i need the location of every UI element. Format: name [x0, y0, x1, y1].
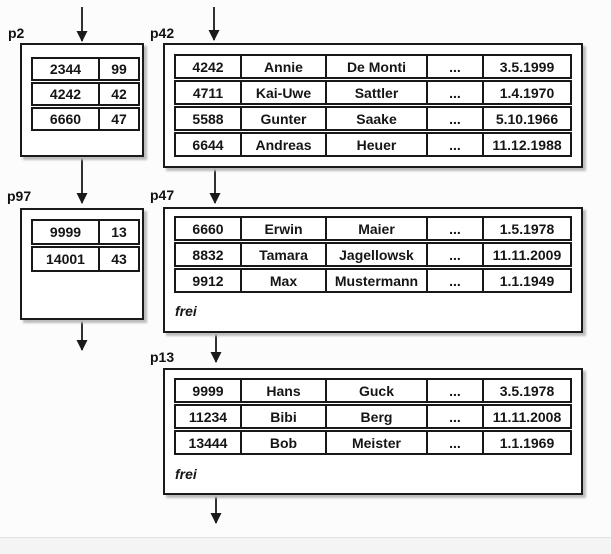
- table-cell: 11.12.1988: [482, 134, 570, 155]
- table-cell: Max: [240, 270, 325, 291]
- table-cell: 3.5.1999: [482, 56, 570, 77]
- table-row: 4242 Annie De Monti ... 3.5.1999: [174, 54, 572, 79]
- table-row: 9912 Max Mustermann ... 1.1.1949: [174, 268, 572, 293]
- page-frame-p42: 4242 Annie De Monti ... 3.5.1999 4711 Ka…: [163, 43, 583, 168]
- page-frame-p47: 6660 Erwin Maier ... 1.5.1978 8832 Tamar…: [163, 207, 583, 333]
- table-cell: 6660: [192, 220, 224, 237]
- data-table-p13: 9999 Hans Guck ... 3.5.1978 11234 Bibi B…: [174, 378, 572, 456]
- table-cell: 5.10.1966: [482, 108, 570, 129]
- table-row: 11234 Bibi Berg ... 11.11.2008: [174, 404, 572, 429]
- table-cell: 1.4.1970: [482, 82, 570, 103]
- free-space-label: frei: [175, 466, 197, 482]
- table-cell: Berg: [325, 406, 426, 427]
- page-frame-p97: 9999 13 14001 43: [20, 208, 144, 320]
- table-cell: ...: [426, 270, 482, 291]
- table-cell: 4711: [192, 84, 224, 101]
- table-cell: Mustermann: [325, 270, 426, 291]
- page-label-p13: p13: [150, 349, 175, 365]
- page-frame-p2: 2344 99 4242 42 6660 47: [20, 43, 144, 157]
- table-row: 9999 Hans Guck ... 3.5.1978: [174, 378, 572, 403]
- table-cell: 4242: [192, 58, 224, 75]
- table-cell: 13: [98, 221, 138, 243]
- table-cell: ...: [426, 380, 482, 401]
- page-label-p2: p2: [8, 25, 25, 41]
- table-cell: 13444: [188, 434, 228, 451]
- table-cell: ...: [426, 218, 482, 239]
- table-cell: 47: [98, 109, 138, 129]
- table-cell: 6644: [192, 136, 224, 153]
- table-cell: 11.11.2009: [482, 244, 570, 265]
- table-cell: 11.11.2008: [482, 406, 570, 427]
- table-cell: 99: [98, 59, 138, 79]
- table-cell: 1.5.1978: [482, 218, 570, 239]
- table-cell: ...: [426, 432, 482, 453]
- table-row: 2344 99: [31, 57, 140, 81]
- table-cell: Bibi: [240, 406, 325, 427]
- table-cell: 11234: [188, 408, 228, 425]
- table-row: 6644 Andreas Heuer ... 11.12.1988: [174, 132, 572, 157]
- table-cell: 1.1.1969: [482, 432, 570, 453]
- table-cell: Tamara: [240, 244, 325, 265]
- table-cell: Meister: [325, 432, 426, 453]
- data-table-p42: 4242 Annie De Monti ... 3.5.1999 4711 Ka…: [174, 54, 572, 158]
- table-cell: 4242: [49, 86, 82, 102]
- free-space-label: frei: [175, 303, 197, 319]
- table-cell: 43: [98, 248, 138, 270]
- table-cell: ...: [426, 406, 482, 427]
- table-row: 6660 Erwin Maier ... 1.5.1978: [174, 216, 572, 241]
- table-cell: ...: [426, 108, 482, 129]
- table-cell: 9999: [192, 382, 224, 399]
- table-cell: 42: [98, 84, 138, 104]
- index-table-p2: 2344 99 4242 42 6660 47: [31, 57, 140, 132]
- index-table-p97: 9999 13 14001 43: [31, 219, 140, 273]
- table-row: 8832 Tamara Jagellowsk ... 11.11.2009: [174, 242, 572, 267]
- table-cell: Kai-Uwe: [240, 82, 325, 103]
- table-cell: ...: [426, 82, 482, 103]
- table-cell: 1.1.1949: [482, 270, 570, 291]
- table-row: 4711 Kai-Uwe Sattler ... 1.4.1970: [174, 80, 572, 105]
- slide-footer-band: [0, 537, 611, 554]
- table-row: 9999 13: [31, 219, 140, 245]
- table-cell: 5588: [192, 110, 224, 127]
- table-cell: Heuer: [325, 134, 426, 155]
- page-label-p47: p47: [150, 187, 175, 203]
- table-row: 4242 42: [31, 82, 140, 106]
- table-row: 14001 43: [31, 246, 140, 272]
- table-cell: Bob: [240, 432, 325, 453]
- table-cell: ...: [426, 134, 482, 155]
- table-cell: Hans: [240, 380, 325, 401]
- table-cell: 8832: [192, 246, 224, 263]
- page-label-p42: p42: [150, 25, 175, 41]
- table-row: 6660 47: [31, 107, 140, 131]
- table-cell: Maier: [325, 218, 426, 239]
- table-cell: Annie: [240, 56, 325, 77]
- table-cell: 14001: [46, 251, 85, 267]
- table-cell: Guck: [325, 380, 426, 401]
- table-cell: 2344: [49, 61, 82, 77]
- table-cell: 6660: [49, 111, 82, 127]
- table-cell: 9912: [192, 272, 224, 289]
- table-cell: Andreas: [240, 134, 325, 155]
- data-table-p47: 6660 Erwin Maier ... 1.5.1978 8832 Tamar…: [174, 216, 572, 294]
- table-row: 13444 Bob Meister ... 1.1.1969: [174, 430, 572, 455]
- table-cell: De Monti: [325, 56, 426, 77]
- table-cell: Saake: [325, 108, 426, 129]
- page-frame-p13: 9999 Hans Guck ... 3.5.1978 11234 Bibi B…: [163, 368, 583, 495]
- table-cell: 3.5.1978: [482, 380, 570, 401]
- table-cell: 9999: [49, 224, 82, 240]
- table-cell: Gunter: [240, 108, 325, 129]
- table-cell: Erwin: [240, 218, 325, 239]
- table-cell: Jagellowsk: [325, 244, 426, 265]
- table-cell: ...: [426, 56, 482, 77]
- table-cell: Sattler: [325, 82, 426, 103]
- page-label-p97: p97: [7, 188, 32, 204]
- table-row: 5588 Gunter Saake ... 5.10.1966: [174, 106, 572, 131]
- table-cell: ...: [426, 244, 482, 265]
